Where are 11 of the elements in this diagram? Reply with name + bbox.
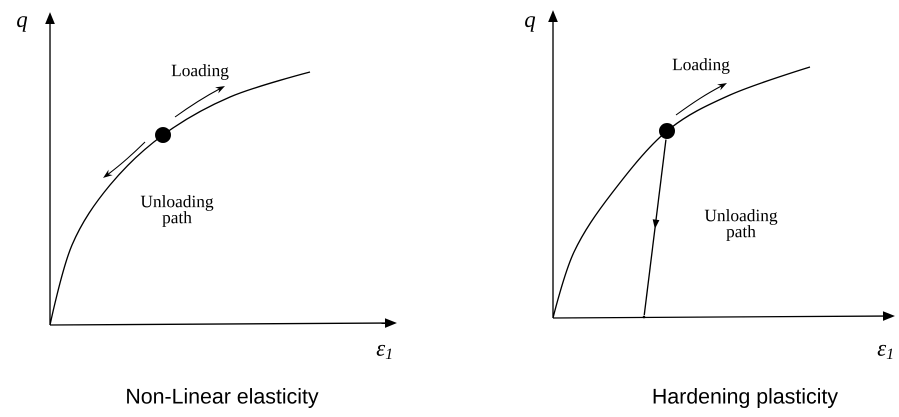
axis-label: ε$_{1}$ [376,344,392,360]
axis-label: q [17,16,28,32]
unloading-line [644,140,667,316]
yield-point-dot [155,127,172,143]
axis-label: q [525,16,536,32]
curve-label: Unloading path [704,209,778,241]
curve-label: Unloading path [140,195,214,227]
axis-label: ε$_{1}$ [878,344,892,360]
yield-point-dot [659,123,675,139]
axis-point [642,316,646,318]
plot-caption: Non-Linear elasticity [127,388,319,408]
